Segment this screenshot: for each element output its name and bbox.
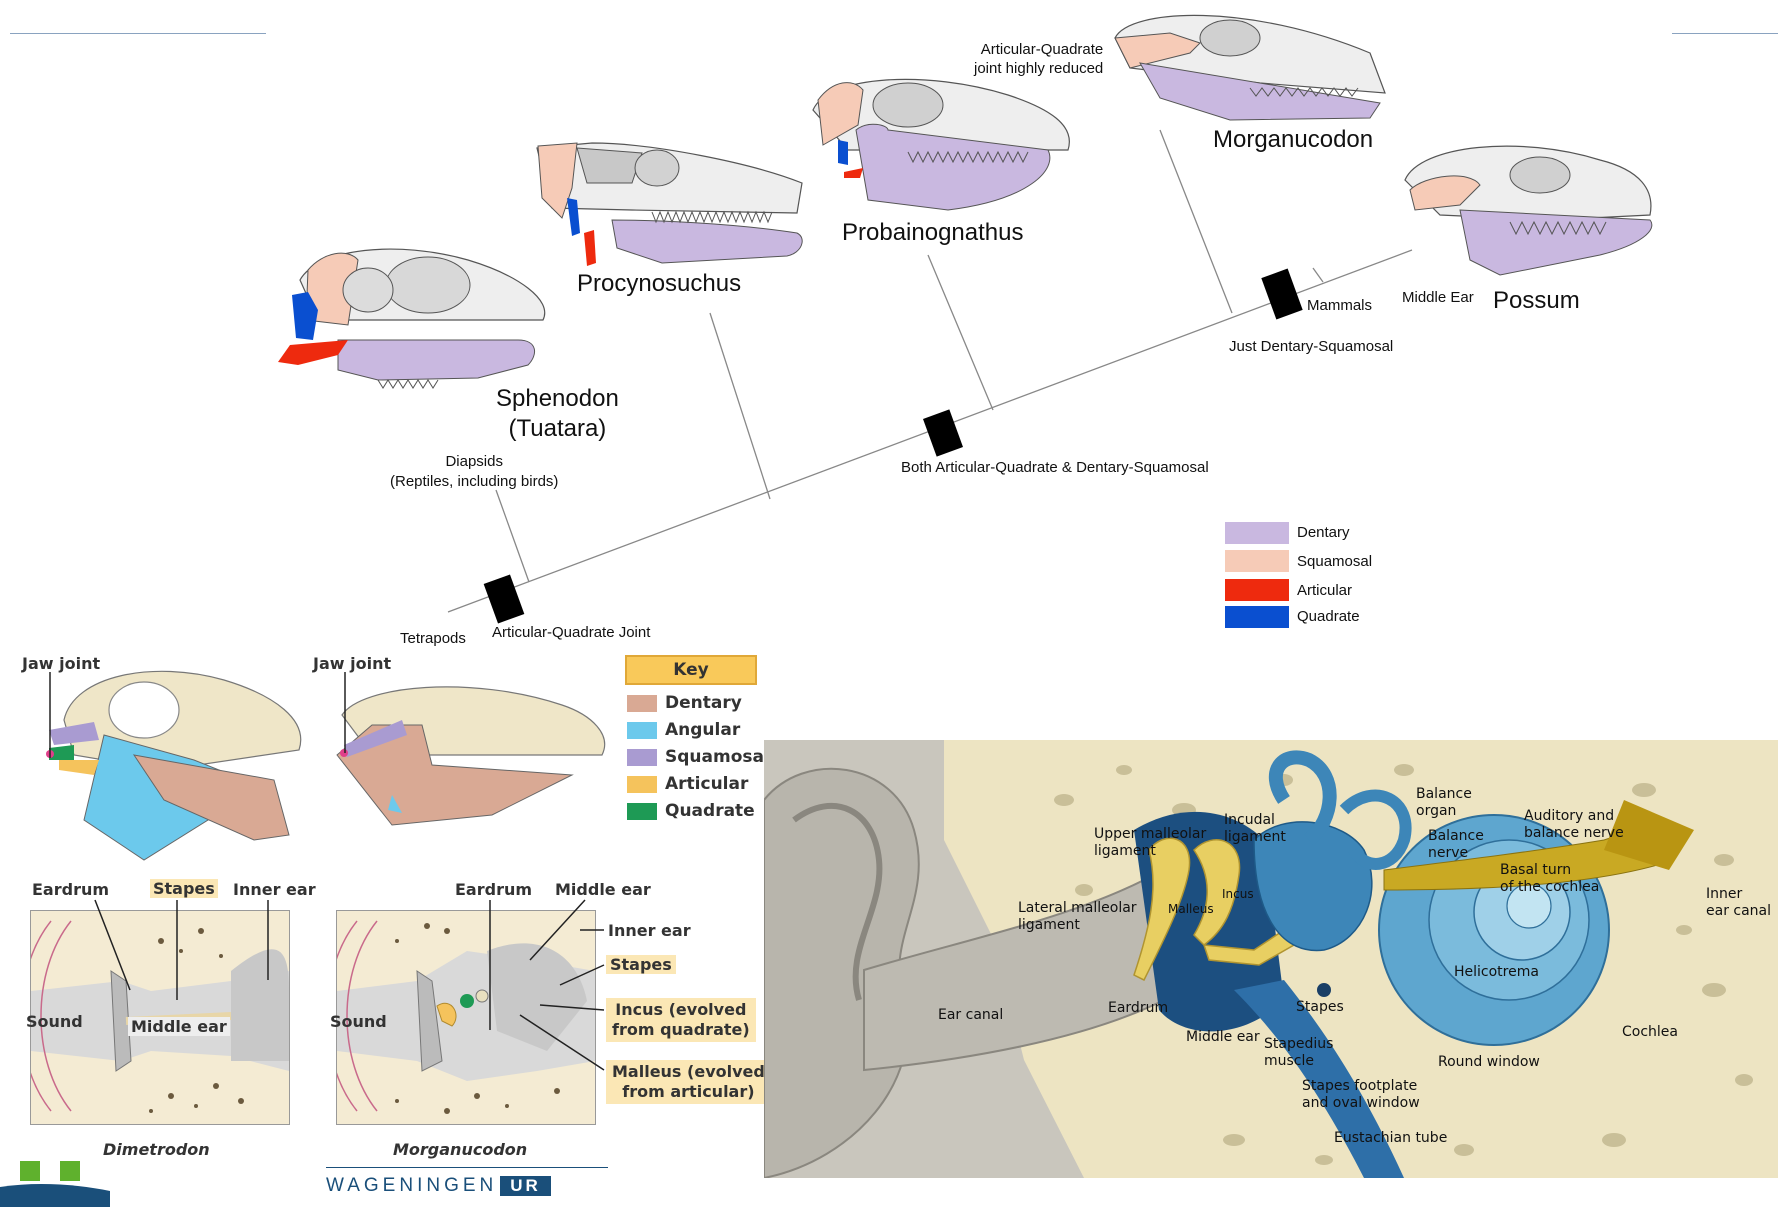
- dim-caption: Dimetrodon: [103, 1140, 210, 1159]
- annotation-both-joints: Both Articular-Quadrate & Dentary-Squamo…: [901, 459, 1209, 476]
- taxon-procynosuchus: Procynosuchus: [577, 270, 741, 298]
- marker-both-joints: [923, 409, 963, 456]
- taxon-morganucodon: Morganucodon: [1213, 126, 1373, 154]
- key-swatch-dentary: [627, 695, 657, 712]
- ear-label-incus: Incus: [1222, 886, 1254, 903]
- key-swatch-quadrate: [627, 803, 657, 820]
- legend-label-articular: Articular: [1297, 582, 1352, 599]
- wageningen-logo-mark: [0, 1157, 110, 1207]
- procynosuchus-skull: [532, 138, 812, 278]
- annotation-diapsids: Diapsids (Reptiles, including birds): [390, 452, 558, 492]
- annotation-tetrapods: Tetrapods: [400, 630, 466, 647]
- ear-label-cochlea: Cochlea: [1622, 1024, 1678, 1041]
- morganucodon-skull: [1110, 8, 1390, 128]
- legend-swatch-squamosal: [1225, 550, 1289, 572]
- legend-label-quadrate: Quadrate: [1297, 608, 1360, 625]
- brand-text: WAGENINGEN: [326, 1175, 497, 1197]
- legend-swatch-articular: [1225, 579, 1289, 601]
- taxon-probainognathus: Probainognathus: [842, 219, 1023, 247]
- ear-label-helicotrema: Helicotrema: [1454, 964, 1539, 981]
- legend-swatch-dentary: [1225, 522, 1289, 544]
- brand-box: UR: [500, 1176, 551, 1196]
- annotation-aq-reduced: Articular-Quadrate joint highly reduced: [974, 40, 1103, 78]
- annotation-just-dentary-squamosal: Just Dentary-Squamosal: [1229, 338, 1393, 355]
- key-swatch-squamosal: [627, 749, 657, 766]
- morg-caption: Morganucodon: [393, 1140, 527, 1159]
- key-label-quadrate: Quadrate: [665, 801, 755, 821]
- key-swatch-angular: [627, 722, 657, 739]
- ear-label-ear-canal: Ear canal: [938, 1007, 1003, 1024]
- legend-label-squamosal: Squamosal: [1297, 553, 1372, 570]
- ear-label-malleus: Malleus: [1168, 901, 1214, 918]
- taxon-possum: Possum: [1493, 287, 1580, 315]
- possum-skull: [1400, 140, 1660, 280]
- footer-rule: [326, 1167, 608, 1168]
- ear-label-middle-ear: Middle ear: [1186, 1029, 1260, 1046]
- key-label-dentary: Dentary: [665, 693, 742, 713]
- ear-label-round-window: Round window: [1438, 1054, 1540, 1071]
- wageningen-brand: WAGENINGEN UR: [326, 1174, 551, 1198]
- key-swatch-articular: [627, 776, 657, 793]
- annotation-middle-ear: Middle Ear: [1402, 289, 1474, 306]
- annotation-mammals: Mammals: [1307, 297, 1372, 314]
- key-box: Key Dentary Angular Squamosal Articular …: [625, 655, 759, 830]
- taxon-sphenodon: Sphenodon (Tuatara): [496, 384, 619, 444]
- section-pointers: [0, 890, 700, 1090]
- jaw-joint-pointers: [0, 668, 400, 788]
- ear-label-eustachian: Eustachian tube: [1334, 1130, 1447, 1147]
- probainognathus-skull: [808, 70, 1078, 210]
- legend-label-dentary: Dentary: [1297, 524, 1350, 541]
- ear-label-stapes: Stapes: [1296, 999, 1344, 1016]
- key-title: Key: [625, 655, 757, 685]
- key-label-angular: Angular: [665, 720, 740, 740]
- marker-mammals: [1261, 269, 1302, 320]
- key-label-squamosal: Squamosal: [665, 747, 770, 767]
- ear-label-eardrum: Eardrum: [1108, 1000, 1168, 1017]
- annotation-aq-joint: Articular-Quadrate Joint: [492, 624, 650, 641]
- sphenodon-skull: [278, 240, 568, 400]
- legend-swatch-quadrate: [1225, 606, 1289, 628]
- key-label-articular: Articular: [665, 774, 748, 794]
- marker-tetrapods: [484, 574, 525, 623]
- cladogram-legend: Dentary Squamosal Articular Quadrate: [1225, 520, 1425, 635]
